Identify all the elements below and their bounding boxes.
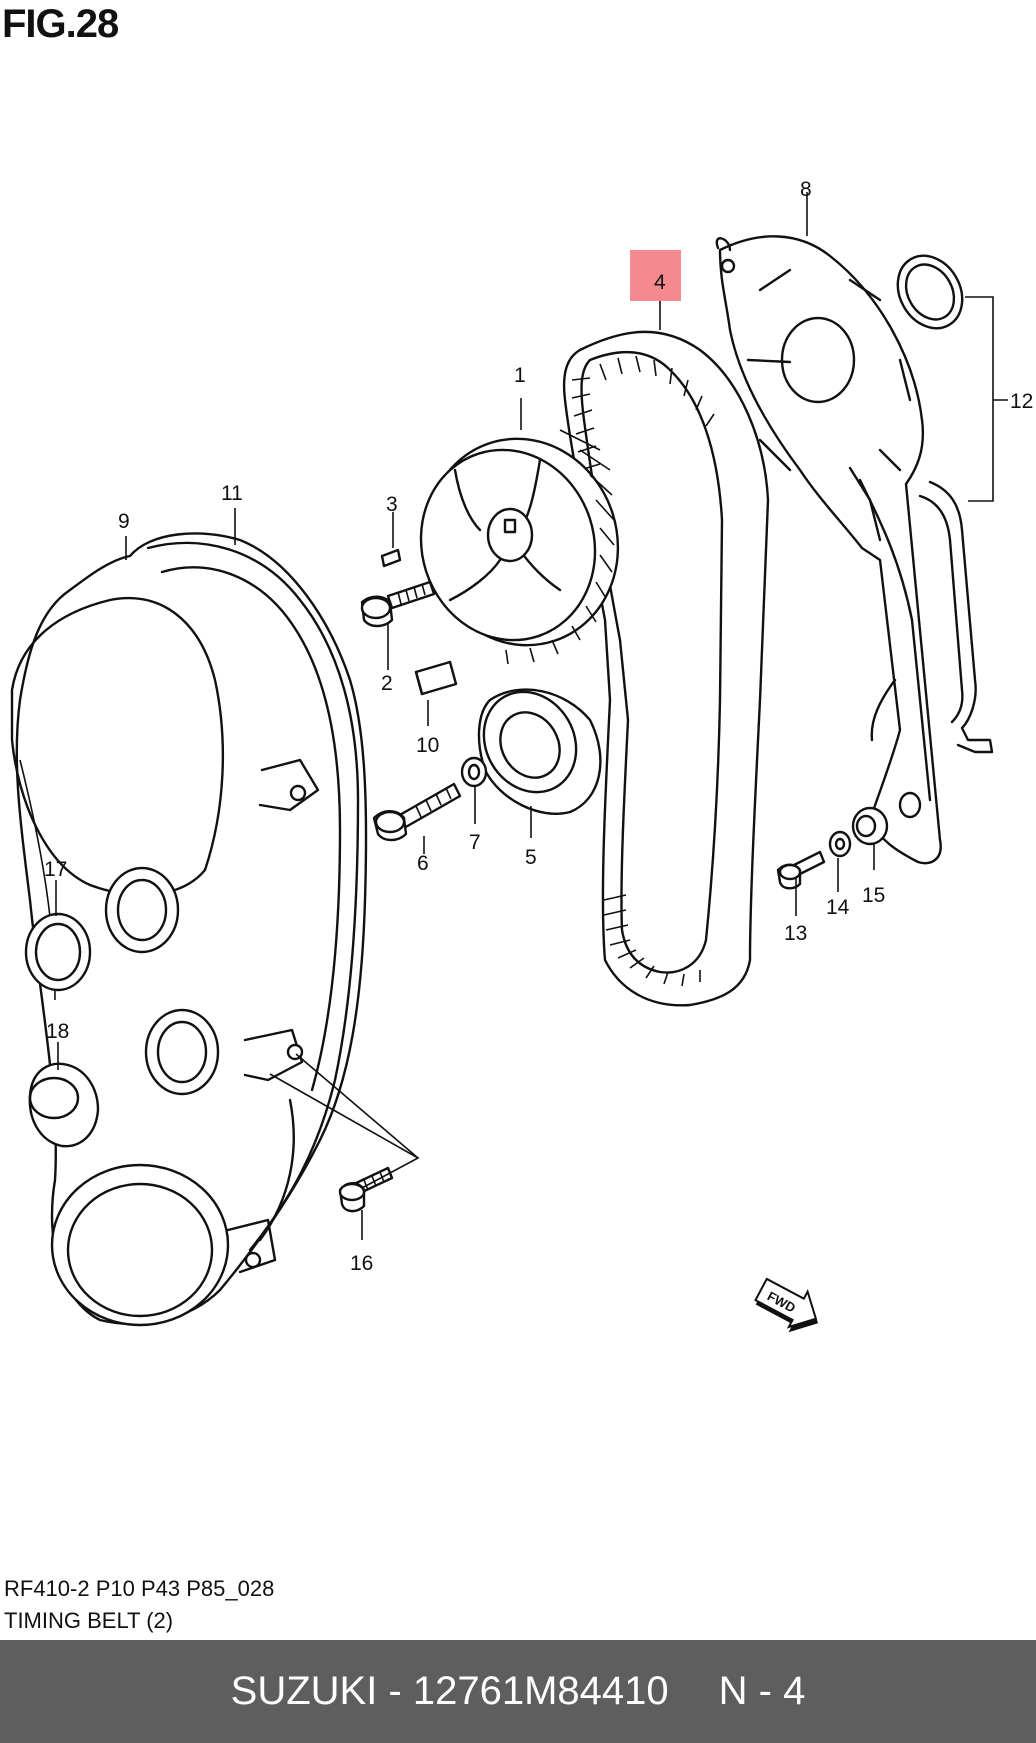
footer-position: N - 4: [718, 1669, 806, 1713]
oil-seal[interactable]: [24, 912, 92, 992]
footer-brand-part-number: SUZUKI - 12761M84410: [230, 1669, 669, 1713]
callout-18[interactable]: 18: [46, 1020, 69, 1043]
callout-17[interactable]: 17: [44, 858, 67, 881]
callout-7[interactable]: 7: [469, 831, 481, 854]
callout-13[interactable]: 13: [784, 922, 807, 945]
callout-labels: 1 2 3 4 5 6 7 8 9 10 11 12 13 14 15 16 1…: [44, 178, 1033, 1275]
footer-bar: SUZUKI - 12761M84410 N - 4: [0, 1640, 1036, 1743]
callout-4[interactable]: 4: [654, 271, 666, 294]
timing-belt[interactable]: [562, 330, 770, 1007]
small-bolt[interactable]: [776, 850, 826, 890]
camshaft-pulley[interactable]: [397, 414, 645, 671]
collar[interactable]: [828, 830, 852, 858]
callout-2[interactable]: 2: [381, 672, 393, 695]
pulley-bolt[interactable]: [360, 580, 436, 628]
leader-lines: [55, 192, 1008, 1240]
seal-ring-and-bracket[interactable]: [885, 244, 994, 754]
callout-11[interactable]: 11: [221, 482, 243, 505]
callout-5[interactable]: 5: [525, 846, 537, 869]
callout-1[interactable]: 1: [514, 364, 526, 387]
callout-9[interactable]: 9: [118, 510, 130, 533]
tensioner-pulley[interactable]: [466, 675, 602, 815]
fwd-direction-arrow: FWD: [754, 1277, 819, 1333]
figure-title: FIG.28: [2, 2, 119, 46]
callout-15[interactable]: 15: [862, 884, 885, 907]
plug-cap[interactable]: [28, 1062, 100, 1148]
tensioner-bolt[interactable]: [372, 782, 462, 842]
grommet[interactable]: [851, 806, 889, 846]
washer[interactable]: [460, 756, 488, 788]
cover-bolt[interactable]: [338, 1166, 394, 1213]
key[interactable]: [414, 660, 458, 696]
parts-diagram: 1 2 3 4 5 6 7 8 9 10 11 12 13 14 15 16 1…: [10, 178, 1033, 1333]
highlight-box: [630, 250, 681, 301]
callout-12[interactable]: 12: [1010, 390, 1033, 413]
callout-16[interactable]: 16: [350, 1252, 373, 1275]
diagram-section-title: TIMING BELT (2): [4, 1608, 174, 1633]
callout-10[interactable]: 10: [416, 734, 439, 757]
callout-3[interactable]: 3: [386, 493, 398, 516]
callout-8[interactable]: 8: [800, 178, 812, 201]
diagram-reference-code: RF410-2 P10 P43 P85_028: [4, 1576, 275, 1601]
front-timing-cover[interactable]: [10, 532, 368, 1327]
callout-6[interactable]: 6: [417, 852, 429, 875]
rear-timing-cover-plate[interactable]: [715, 235, 942, 865]
callout-14[interactable]: 14: [826, 896, 850, 919]
locating-pin[interactable]: [380, 548, 402, 568]
